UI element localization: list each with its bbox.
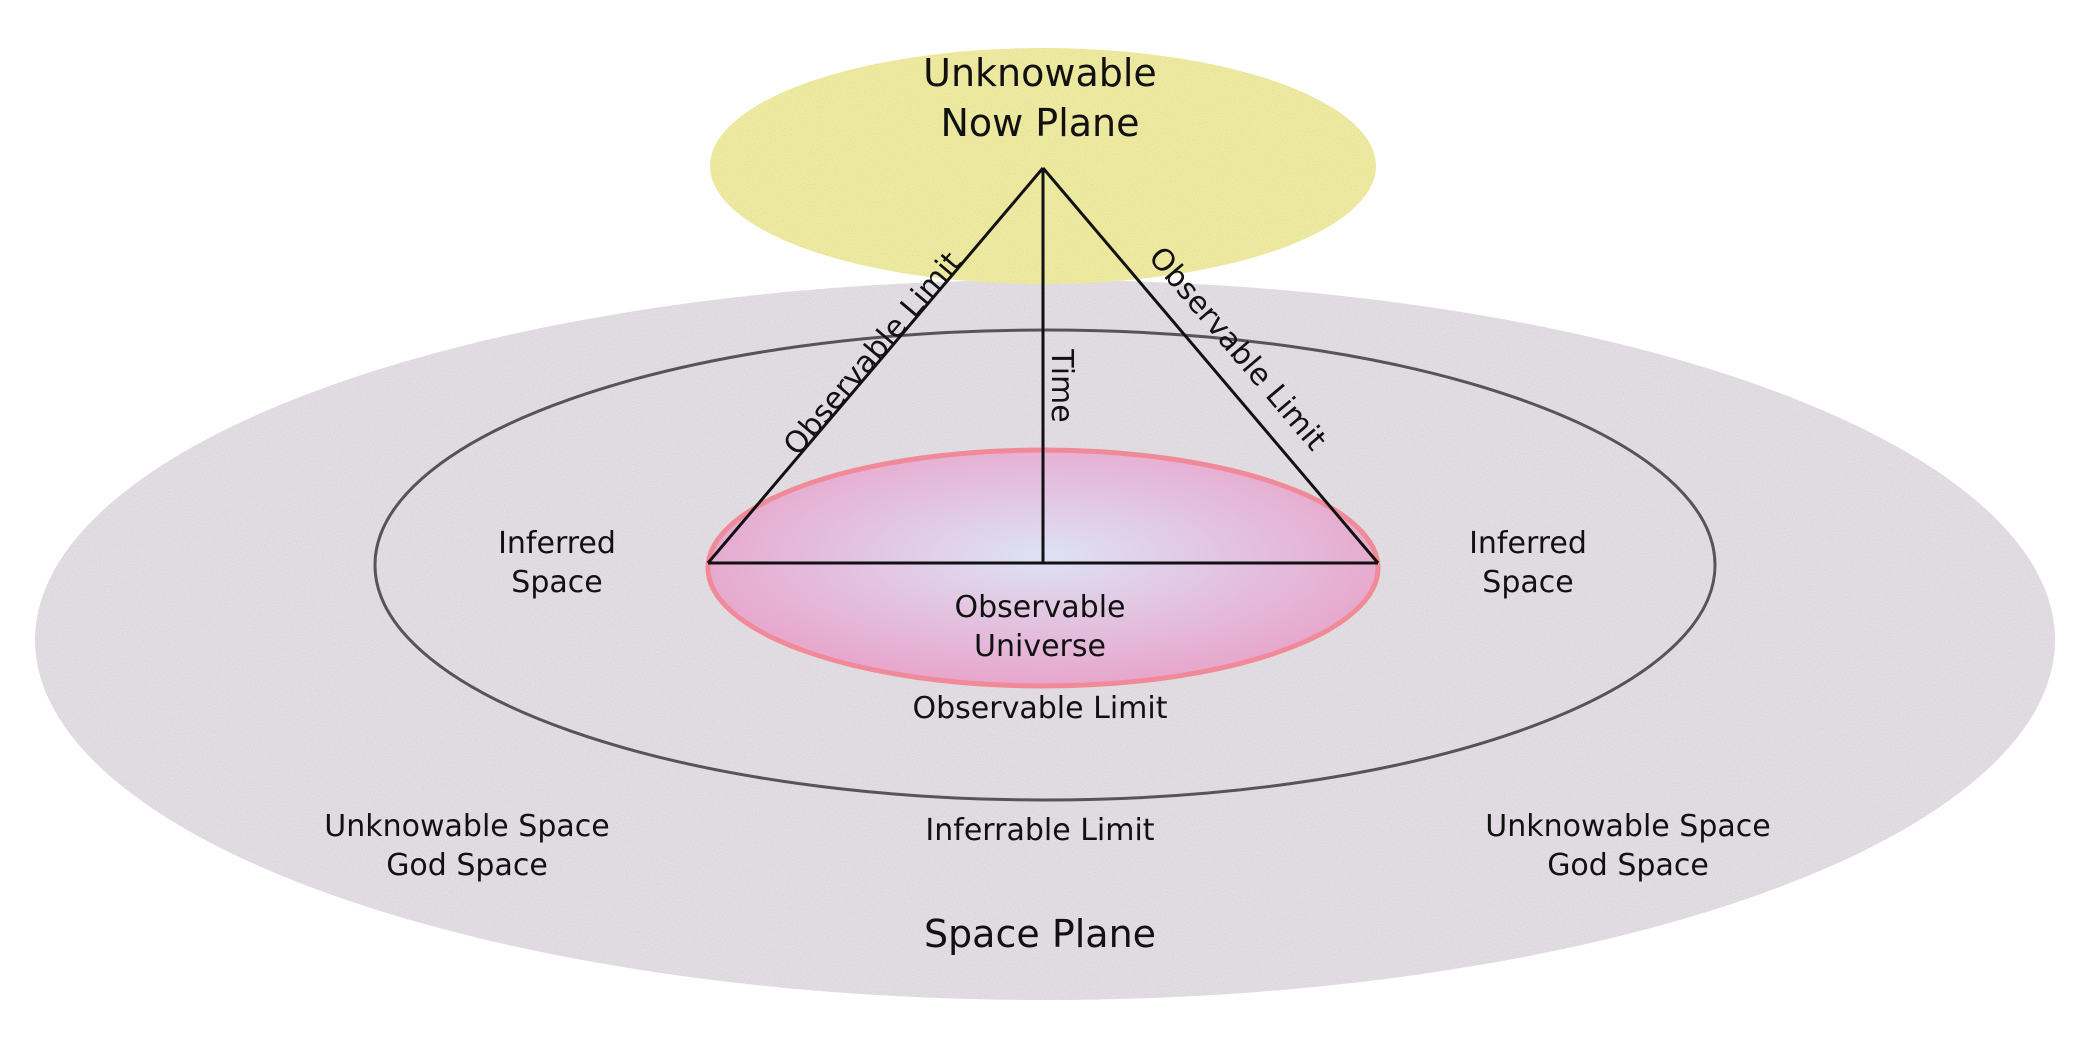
unknowable-space-left-line1: Unknowable Space — [324, 809, 609, 844]
inferrable-limit-label: Inferrable Limit — [925, 813, 1154, 848]
unknowable-space-left-line2: God Space — [386, 848, 548, 883]
space-plane-label: Space Plane — [924, 912, 1156, 956]
observable-universe-label-line2: Universe — [974, 629, 1106, 664]
inferred-space-right-line1: Inferred — [1469, 526, 1587, 561]
observable-universe-label-line1: Observable — [954, 590, 1125, 625]
inferred-space-left-line1: Inferred — [498, 526, 616, 561]
now-plane-label-line1: Unknowable — [923, 51, 1157, 95]
inferred-space-left-line2: Space — [511, 565, 602, 600]
observable-limit-bottom-label: Observable Limit — [913, 691, 1168, 726]
inferred-space-right-line2: Space — [1482, 565, 1573, 600]
time-label: Time — [1044, 348, 1079, 422]
unknowable-space-right-line2: God Space — [1547, 848, 1709, 883]
observable-limit-right-line — [1041, 167, 1380, 564]
observable-limit-left-line — [706, 167, 1045, 564]
inferrable-limit-ring — [373, 328, 1717, 802]
now-plane-label-line2: Now Plane — [940, 101, 1139, 145]
now-plane-ellipse — [710, 48, 1376, 284]
unknowable-space-right-line1: Unknowable Space — [1485, 809, 1770, 844]
